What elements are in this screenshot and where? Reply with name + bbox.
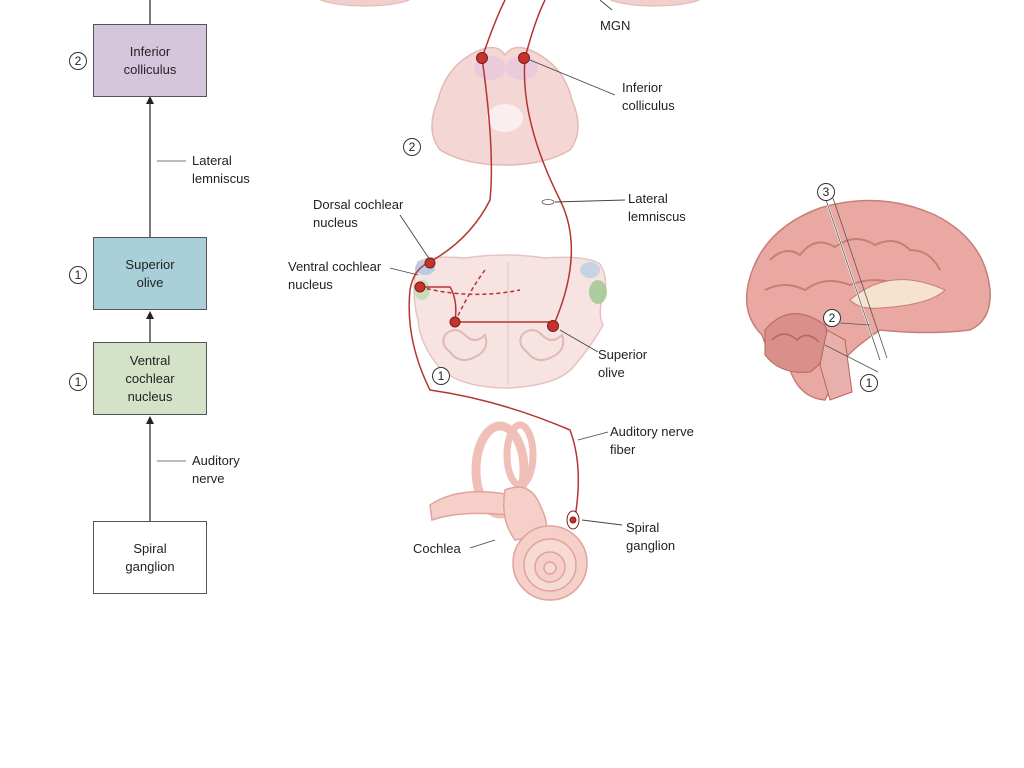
- arrowhead-ventral-cochlear: [146, 416, 154, 424]
- arrowhead-inferior-colliculus: [146, 96, 154, 104]
- box-spiral-ganglion: Spiral ganglion: [93, 521, 207, 594]
- label-auditory-nerve-fiber: Auditory nerve fiber: [610, 424, 694, 457]
- box-spiral-ganglion-label: Spiral ganglion: [125, 540, 175, 574]
- arrowhead-superior-olive: [146, 311, 154, 319]
- contralateral-ascending-fiber: [523, 0, 573, 323]
- label-inferior-colliculus: Inferior colliculus: [622, 80, 675, 113]
- flowchart-arrows: [146, 0, 186, 521]
- label-spiral-ganglion: Spiral ganglion: [626, 520, 676, 553]
- marker-midbrain-level: 2: [403, 138, 421, 156]
- thalamus-section: [319, 0, 701, 7]
- edge-label-auditory-nerve: Auditory nerve: [192, 453, 240, 486]
- stage-marker-inferior-colliculus: 2: [69, 52, 87, 70]
- box-ventral-cochlear-nucleus-label: Ventral cochlear nucleus: [125, 352, 175, 404]
- cochlea-illustration: [429, 421, 588, 601]
- stage-marker-ventral-cochlear: 1: [69, 373, 87, 391]
- marker-medulla-level: 1: [432, 367, 450, 385]
- inset-marker-middle: 2: [823, 309, 841, 327]
- label-lateral-lemniscus: Lateral lemniscus: [628, 191, 686, 224]
- illustration-leaders: [389, 0, 626, 549]
- stage-marker-superior-olive: 1: [69, 266, 87, 284]
- auditory-nerve-fiber-path: [408, 262, 580, 529]
- ic-neuron-left: [476, 52, 488, 64]
- lemniscus-marker: [541, 199, 555, 205]
- label-cochlea: Cochlea: [413, 541, 461, 556]
- midbrain-section: [431, 46, 579, 166]
- box-ventral-cochlear-nucleus: Ventral cochlear nucleus: [93, 342, 207, 415]
- box-inferior-colliculus: Inferior colliculus: [93, 24, 207, 97]
- vcn-neuron: [414, 281, 426, 293]
- dcn-neuron: [424, 257, 436, 269]
- brain-inset: [745, 197, 991, 401]
- label-superior-olive: Superior olive: [598, 347, 648, 380]
- spiral-ganglion-nucleus: [569, 516, 577, 524]
- inset-marker-top: 3: [817, 183, 835, 201]
- ipsilateral-ascending-fiber: [427, 0, 506, 264]
- so-neuron-right: [547, 320, 559, 332]
- label-ventral-cochlear-nucleus: Ventral cochlear nucleus: [288, 259, 382, 292]
- inset-marker-bottom: 1: [860, 374, 878, 392]
- label-mgn: MGN: [600, 18, 631, 33]
- edge-label-lateral-lemniscus: Lateral lemniscus: [192, 153, 250, 186]
- box-inferior-colliculus-label: Inferior colliculus: [123, 43, 177, 77]
- pathway-fibers: [408, 0, 580, 529]
- box-superior-olive-label: Superior olive: [125, 256, 175, 290]
- neuron-bodies: [414, 52, 580, 530]
- box-superior-olive: Superior olive: [93, 237, 207, 310]
- label-dorsal-cochlear-nucleus: Dorsal cochlear nucleus: [313, 197, 404, 230]
- so-neuron-left: [449, 316, 461, 328]
- ic-neuron-right: [518, 52, 530, 64]
